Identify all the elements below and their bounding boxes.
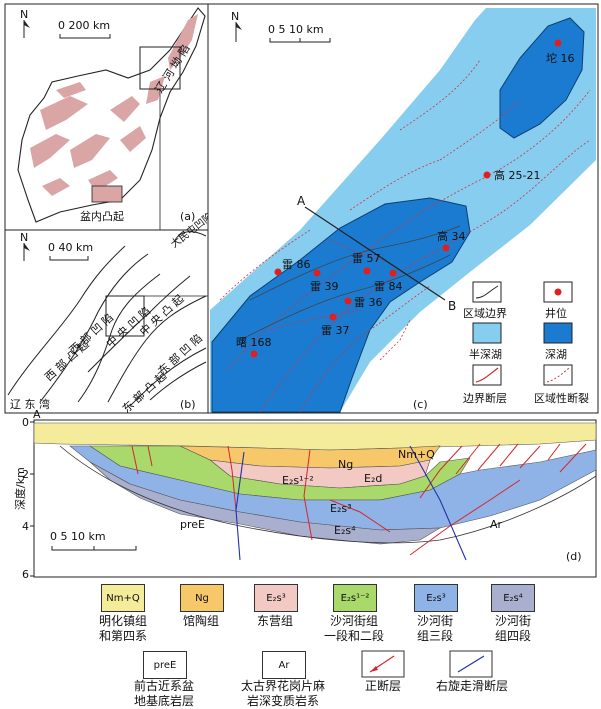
ytick-4: 4 [22,520,29,533]
section-line-ab [304,206,446,301]
label-ar: Ar [490,518,503,531]
legend-c-boundary-fault: 边界断层 [463,391,507,405]
well-lei57 [363,267,371,275]
legend-box-pree: preE [143,651,187,679]
legend-label-pree: 前古近系盆 地基底岩层 [133,679,194,708]
normal-faults [131,443,587,556]
north-arrow-c: N [231,10,242,42]
well-label-lei84: 雷 84 [374,280,403,293]
inset-box-b [105,295,145,337]
section-a-label: A [297,194,306,208]
legend-fault-symbols [361,650,493,678]
uplift-patches-a [30,14,198,196]
well-label-gao34: 高 34 [437,229,466,243]
legend-box-ar: Ar [262,651,306,679]
panel-a: N 0 200 km 辽 河 坳 陷 盆内凸起 (a) [4,3,209,231]
panel-label-a: (a) [180,210,195,223]
legend-box-nmq: Nm+Q [101,584,145,612]
ylabel-depth: 深度/km [13,467,27,510]
well-shu168 [250,350,258,358]
panel-label-c: (c) [413,398,428,411]
wells: 坨 16 高 25-21 高 34 雷 86 雷 57 雷 39 雷 84 雷 … [236,39,575,358]
scale-label-a: 0 200 km [58,19,110,32]
deep-lake-area-north [499,17,585,139]
legend-label-ar: 太古界花岗片麻 岩深变质岩系 [240,679,325,708]
section-b-label: B [448,299,456,313]
north-label-a: N [20,8,28,21]
legend-label-dongying: 东营组 [256,614,293,628]
label-pree: preE [180,518,205,531]
basin-outline-a [17,7,206,223]
legend-label-uplift: 盆内凸起 [80,209,124,223]
label-e2s4: E₂s⁴ [334,524,356,537]
legend-c-boundary: 区域边界 [463,307,507,320]
well-lei36 [344,297,352,305]
depth-axis: 0 2 4 6 深度/km [13,416,35,581]
well-gao34 [442,244,450,252]
legend-c: 区域边界 井位 半深湖 深湖 边界断层 区域性断裂 [463,281,589,405]
well-lei37 [329,313,337,321]
ytick-6: 6 [22,568,29,581]
well-tuo16 [554,39,562,47]
north-label-c: N [231,10,239,23]
well-label-lei86: 雷 86 [282,258,311,271]
legend-label-ng: 馆陶组 [182,614,219,628]
well-lei84 [389,269,397,277]
legend-label-nmq: 明化镇组 和第四系 [98,614,147,643]
legend-box-e2s12: E₂s¹⁻² [333,584,377,612]
legend-label-normal-fault: 正断层 [364,679,401,693]
basement-boundary [59,445,597,544]
legend-box-ng: Ng [180,584,224,612]
section-d-a: A [33,408,41,421]
legend-swatch-uplift [91,185,123,203]
panel-d: A SE B 0 2 4 6 深度/km [13,408,597,581]
label-e2s12: E₂s¹⁻² [282,474,314,487]
label-e2s3: E₂s³ [330,502,352,515]
panel-label-b: (b) [180,398,196,411]
well-lei86 [274,268,282,276]
well-label-lei57: 雷 57 [352,252,381,265]
structural-unit-lines-b [7,231,207,407]
well-label-lei37: 雷 37 [321,324,350,337]
deep-lake-area-south [211,197,471,413]
legend-c-semideep: 半深湖 [469,347,502,361]
legend-box-e2s3: E₂s³ [414,584,458,612]
label-nmq: Nm+Q [398,448,435,461]
scale-label-c: 0 5 10 km [268,23,324,36]
ytick-2: 2 [22,468,29,481]
legend-label-e2s4: 沙河街 组四段 [494,614,531,643]
legend-label-e2s12: 沙河街组 一段和二段 [323,614,384,643]
well-label-lei39: 雷 39 [310,280,339,293]
regional-faults [219,59,591,413]
well-label-tuo16: 坨 16 [546,51,575,65]
well-label-gao2521: 高 25-21 [494,168,540,182]
label-e2d: E₂d [364,472,382,485]
north-label-b: N [20,231,28,244]
legend-box-dongying: E₂s³ [254,584,298,612]
well-lei39 [313,269,321,277]
well-label-lei36: 雷 36 [354,296,383,309]
legend-c-regional-fault: 区域性断裂 [534,391,589,405]
strike-slip-faults [235,445,467,561]
ytick-0: 0 [22,416,29,429]
panel-c: A B N 0 5 10 km 坨 16 高 25-21 高 34 雷 86 雷… [207,3,599,414]
legend-box-e2s4: E₂s⁴ [491,584,535,612]
panel-label-d: (d) [566,550,582,563]
label-ng: Ng [338,458,353,471]
north-arrow-a: N [20,8,30,38]
well-label-shu168: 曙 168 [236,336,272,349]
well-gao2521 [483,171,491,179]
legend-c-well: 井位 [545,306,567,320]
legend-label-strike-slip: 右旋走滑断层 [435,679,508,693]
legend-label-e2s3: 沙河街 组三段 [416,614,453,643]
scale-label-b: 0 40 km [48,241,93,254]
north-arrow-b: N [20,231,30,261]
legend-c-deep: 深湖 [545,348,567,361]
scale-label-d: 0 5 10 km [50,530,106,543]
bay-label: 辽 东 湾 [10,397,50,411]
panel-b: N 0 40 km 大民屯凹陷 西 部 凸 起 西 部 凹 陷 中 央 凹 陷 … [4,209,215,415]
